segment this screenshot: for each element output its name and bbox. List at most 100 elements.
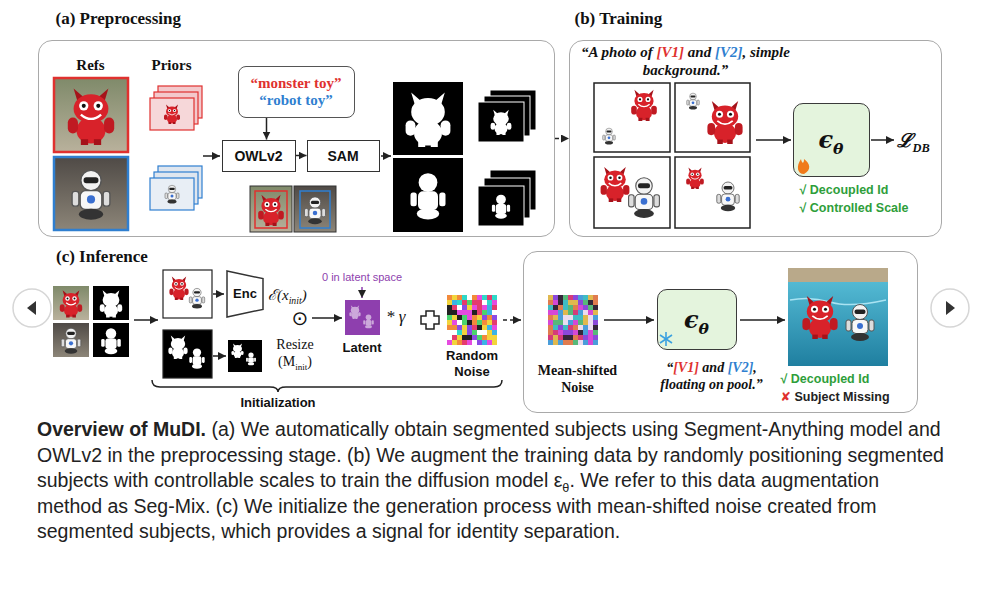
node-text: Mean-shifted Noise [528, 362, 628, 396]
figure-label: 0 in latent space [322, 271, 402, 283]
random-noise [462, 295, 467, 300]
latent-image [345, 300, 380, 335]
random-noise [472, 300, 477, 305]
figure-label: Resize (Minit) [267, 336, 323, 370]
random-noise [487, 300, 492, 305]
segmentation-masks [478, 186, 524, 226]
random-noise [472, 330, 477, 335]
text-run: 0 in latent space [322, 271, 402, 283]
random-noise [452, 340, 457, 345]
seg-mix-training-images [687, 93, 700, 109]
text-run: ϵ [684, 305, 699, 334]
random-noise [457, 330, 462, 335]
random-noise [457, 295, 462, 300]
text-run: Refs [76, 57, 104, 73]
text-run: (b) Training [575, 9, 663, 28]
arrow [871, 139, 894, 141]
random-noise [467, 325, 472, 330]
segmentation-masks [491, 110, 512, 135]
random-noise [472, 340, 477, 345]
output-image [788, 268, 888, 366]
seg-mix-training-images [629, 178, 660, 218]
random-noise [492, 310, 497, 315]
node-text: OWLv2 [234, 148, 282, 164]
random-noise [452, 310, 457, 315]
random-noise [492, 295, 497, 300]
random-noise [452, 315, 457, 320]
seg-mix-training-images [686, 168, 704, 189]
random-noise [482, 320, 487, 325]
random-noise [457, 340, 462, 345]
init-mask [168, 336, 187, 359]
brace [152, 380, 502, 392]
random-noise [447, 330, 452, 335]
text-run: DB [913, 140, 930, 154]
connector-arrow [296, 155, 307, 157]
random-noise [482, 325, 487, 330]
text-run: θ [833, 139, 843, 158]
random-noise [457, 335, 462, 340]
detection-images [255, 191, 287, 228]
panel: (b) Training“A photo of [V1] and [V2], s… [569, 40, 942, 237]
nav-button-right [931, 289, 969, 327]
node-text: “A photo of [V1] and [V2], simple backgr… [581, 43, 791, 79]
detection-images [300, 191, 330, 228]
model-box: SAM [307, 140, 380, 172]
arrow [381, 155, 391, 157]
figure-label: Random Noise [442, 348, 502, 380]
model-box: ϵθ [793, 103, 870, 177]
inference-inputs [61, 328, 81, 354]
node-text: √ Controlled Scale [800, 201, 909, 215]
seg-mix-training-images [603, 128, 616, 144]
text-run: ϵ [818, 125, 833, 154]
random-noise [482, 330, 487, 335]
node-text: ϵθ [684, 305, 709, 334]
reference-image [54, 157, 128, 230]
random-noise [457, 325, 462, 330]
random-noise [487, 320, 492, 325]
encoder-shape [227, 271, 263, 317]
random-noise [492, 330, 497, 335]
inference-inputs [53, 323, 89, 357]
random-noise [457, 300, 462, 305]
random-noise [482, 315, 487, 320]
seg-mix-training-images [631, 90, 657, 121]
random-noise [487, 340, 492, 345]
random-noise [447, 320, 452, 325]
text-run: “robot toy” [259, 92, 332, 108]
seg-mix-training-images [594, 83, 670, 152]
random-noise [452, 335, 457, 340]
random-noise [482, 295, 487, 300]
random-noise [452, 295, 457, 300]
arrow [361, 287, 363, 298]
text-run: “monster toy” [251, 75, 342, 91]
random-noise [457, 315, 462, 320]
random-noise [482, 300, 487, 305]
seg-mix-training-images [717, 182, 739, 211]
reference-image [54, 78, 128, 152]
prior-images [165, 185, 179, 203]
node-text: “robot toy” [259, 92, 332, 109]
resized-mask [228, 340, 262, 372]
figure-label: Initialization [218, 395, 338, 411]
random-noise [467, 320, 472, 325]
reference-image [68, 88, 114, 145]
figure-label: Latent [332, 340, 392, 356]
text-run: init [289, 295, 302, 306]
output-image [788, 268, 888, 366]
inference-inputs [101, 328, 121, 354]
random-noise [492, 325, 497, 330]
figure-label: (c) Inference [56, 247, 148, 267]
text-run: and [684, 44, 715, 60]
random-noise [487, 330, 492, 335]
text-run: and [699, 360, 728, 375]
detection-images [305, 197, 326, 224]
resized-mask [232, 343, 244, 358]
random-noise [462, 310, 467, 315]
arrow [740, 319, 785, 321]
segmentation-masks [393, 82, 463, 155]
text-run: OWLv2 [234, 148, 282, 164]
random-noise [467, 295, 472, 300]
random-noise [477, 300, 482, 305]
plus-symbol [421, 311, 439, 329]
